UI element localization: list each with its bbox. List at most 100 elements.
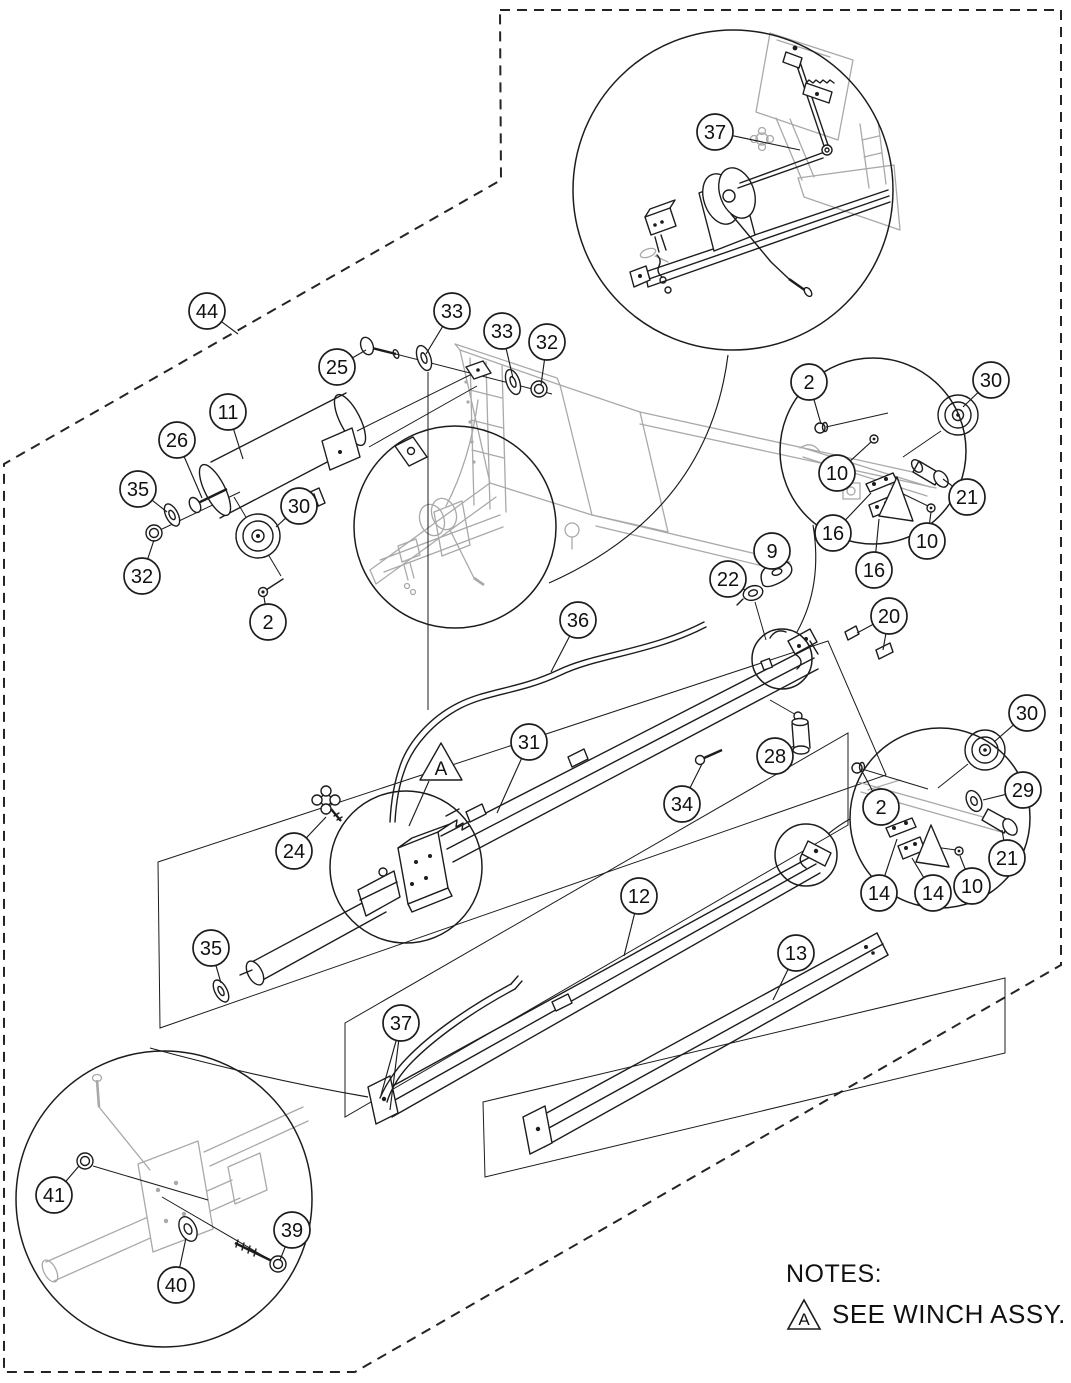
ghost-structure-top bbox=[639, 32, 901, 263]
svg-text:28: 28 bbox=[764, 746, 786, 768]
callout-30: 30 bbox=[993, 694, 1046, 743]
svg-text:39: 39 bbox=[281, 1220, 303, 1242]
notes-block: NOTES: A SEE WINCH ASSY. bbox=[786, 1260, 1066, 1331]
callout-10: 10 bbox=[818, 441, 872, 492]
callout-30: 30 bbox=[962, 361, 1010, 408]
callout-22: 22 bbox=[709, 560, 747, 598]
callout-39: 39 bbox=[273, 1211, 311, 1261]
callout-30: 30 bbox=[275, 487, 318, 528]
svg-text:2: 2 bbox=[803, 372, 814, 394]
svg-text:11: 11 bbox=[218, 402, 239, 424]
callout-40: 40 bbox=[157, 1237, 195, 1304]
ghost-winch bbox=[379, 399, 504, 596]
svg-text:25: 25 bbox=[326, 357, 348, 379]
detail-circles bbox=[15, 29, 1031, 1348]
callout-35: 35 bbox=[192, 929, 230, 984]
svg-text:34: 34 bbox=[671, 794, 693, 816]
highlight-circle-mount-plate bbox=[329, 790, 483, 944]
reference-marker-a-label: A bbox=[435, 759, 448, 780]
svg-text:35: 35 bbox=[200, 938, 222, 960]
roller-tube-assembly bbox=[145, 336, 553, 710]
ghost-crank-assembly bbox=[41, 1073, 309, 1283]
svg-text:33: 33 bbox=[441, 301, 463, 323]
highlight-circle-rail12-latch bbox=[774, 823, 838, 887]
detail-circle-crank-mount bbox=[15, 1050, 313, 1348]
svg-text:2: 2 bbox=[262, 612, 273, 634]
callout-33: 33 bbox=[425, 292, 471, 355]
callout-21: 21 bbox=[988, 829, 1026, 877]
svg-text:10: 10 bbox=[961, 876, 983, 898]
callout-25: 25 bbox=[318, 348, 367, 386]
svg-text:30: 30 bbox=[1016, 703, 1038, 725]
bolt-item-34 bbox=[694, 748, 723, 766]
svg-text:32: 32 bbox=[536, 332, 558, 354]
svg-text:16: 16 bbox=[822, 523, 844, 545]
notes-heading: NOTES: bbox=[786, 1260, 883, 1288]
svg-text:10: 10 bbox=[916, 531, 938, 553]
callout-33: 33 bbox=[483, 312, 521, 379]
callout-2: 2 bbox=[862, 772, 900, 826]
reference-marker-a: A bbox=[408, 742, 463, 827]
key-blocks-item-20 bbox=[844, 625, 894, 660]
callout-24: 24 bbox=[275, 816, 327, 870]
svg-text:44: 44 bbox=[196, 301, 218, 323]
callout-12: 12 bbox=[620, 877, 658, 957]
backdrop-panels bbox=[157, 640, 1006, 1178]
callout-2: 2 bbox=[249, 596, 287, 641]
note-line: A SEE WINCH ASSY. bbox=[786, 1298, 1066, 1331]
callout-21: 21 bbox=[942, 478, 986, 516]
pulley-bracket-detail-upper bbox=[814, 394, 979, 522]
svg-text:10: 10 bbox=[826, 463, 848, 485]
rail-12 bbox=[367, 840, 832, 1125]
callout-35: 35 bbox=[119, 470, 168, 513]
callout-10: 10 bbox=[908, 511, 946, 560]
note-triangle-a-icon: A bbox=[786, 1298, 822, 1330]
callout-41: 41 bbox=[35, 1165, 80, 1214]
svg-text:21: 21 bbox=[996, 848, 1018, 870]
callout-20: 20 bbox=[856, 597, 908, 651]
highlight-circle-rail31-latch bbox=[751, 628, 813, 690]
dashed-boundary-outline bbox=[3, 9, 1062, 1373]
callout-32: 32 bbox=[123, 539, 161, 595]
detail-circle-winch-location bbox=[353, 425, 557, 629]
callout-14: 14 bbox=[911, 857, 952, 912]
callout-11: 11 bbox=[209, 393, 247, 460]
pulley-bracket-detail-lower bbox=[851, 729, 1018, 868]
cable-37-bottom bbox=[379, 975, 523, 1103]
svg-text:40: 40 bbox=[165, 1275, 187, 1297]
svg-text:35: 35 bbox=[127, 479, 149, 501]
svg-text:41: 41 bbox=[43, 1185, 65, 1207]
callout-37: 37 bbox=[696, 113, 801, 151]
svg-text:14: 14 bbox=[868, 883, 890, 905]
svg-text:29: 29 bbox=[1012, 780, 1034, 802]
svg-text:24: 24 bbox=[283, 841, 305, 863]
svg-text:16: 16 bbox=[863, 560, 885, 582]
callout-2: 2 bbox=[790, 363, 828, 425]
callout-29: 29 bbox=[982, 771, 1042, 809]
callout-26: 26 bbox=[158, 421, 203, 499]
svg-text:32: 32 bbox=[131, 566, 153, 588]
svg-text:22: 22 bbox=[717, 569, 739, 591]
crank-mount-detail bbox=[76, 1152, 287, 1273]
clevis-item-22 bbox=[736, 584, 767, 641]
svg-text:13: 13 bbox=[785, 943, 807, 965]
callout-34: 34 bbox=[663, 763, 703, 823]
svg-text:26: 26 bbox=[166, 430, 188, 452]
svg-text:36: 36 bbox=[567, 610, 589, 632]
detail-circle-pulley-upper bbox=[779, 357, 967, 545]
callout-9: 9 bbox=[753, 532, 791, 570]
svg-text:33: 33 bbox=[491, 321, 513, 343]
callout-31: 31 bbox=[496, 723, 548, 814]
svg-text:37: 37 bbox=[390, 1013, 412, 1035]
svg-text:14: 14 bbox=[922, 883, 944, 905]
svg-text:37: 37 bbox=[704, 122, 726, 144]
callout-36: 36 bbox=[550, 601, 597, 673]
callout-10: 10 bbox=[953, 855, 991, 905]
winch-assembly-detail bbox=[629, 45, 891, 298]
cable-36 bbox=[389, 621, 707, 823]
callout-16: 16 bbox=[814, 492, 872, 552]
svg-text:31: 31 bbox=[518, 732, 540, 754]
